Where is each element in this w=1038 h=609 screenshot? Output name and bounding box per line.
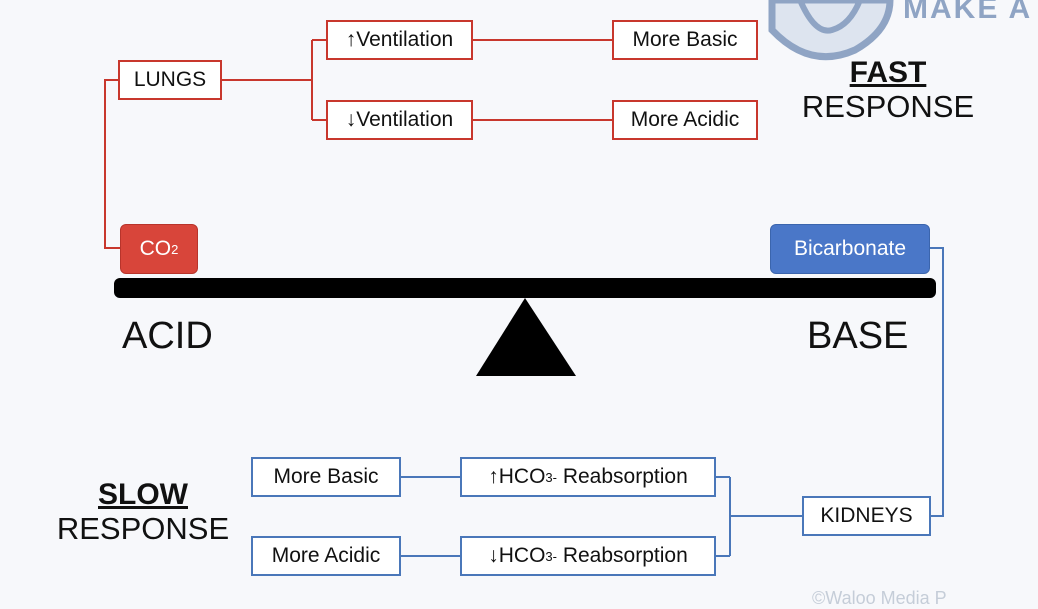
lungs-connectors bbox=[104, 39, 612, 249]
seesaw-beam bbox=[114, 278, 936, 298]
more-acidic-box-lungs: More Acidic bbox=[612, 100, 758, 140]
slow-subtitle: RESPONSE bbox=[56, 510, 230, 546]
kidneys-box: KIDNEYS bbox=[802, 496, 931, 536]
slow-response-label: SLOW RESPONSE bbox=[50, 478, 236, 546]
acid-label: ACID bbox=[122, 315, 213, 357]
fulcrum-triangle bbox=[476, 298, 576, 376]
fast-subtitle: RESPONSE bbox=[801, 88, 975, 124]
kidneys-connectors bbox=[401, 247, 944, 557]
hco3-subscript: 3 bbox=[545, 548, 553, 564]
hco3-subscript: 3 bbox=[545, 469, 553, 485]
base-label: BASE bbox=[807, 315, 909, 357]
more-basic-box-kidneys: More Basic bbox=[251, 457, 401, 497]
up-ventilation-box: ↑Ventilation bbox=[326, 20, 473, 60]
reabsorption-text: Reabsorption bbox=[557, 465, 688, 488]
co2-subscript: 2 bbox=[171, 241, 179, 257]
hco3-superscript: - bbox=[552, 548, 557, 564]
more-acidic-box-kidneys: More Acidic bbox=[251, 536, 401, 576]
bicarbonate-weight: Bicarbonate bbox=[770, 224, 930, 274]
logo-text: MAKE A bbox=[903, 0, 1033, 25]
watermark: ©Waloo Media P bbox=[812, 588, 947, 608]
up-hco3-text: ↑HCO bbox=[488, 465, 546, 488]
fast-title: FAST bbox=[849, 56, 927, 89]
logo-icon bbox=[768, 0, 894, 61]
down-ventilation-box: ↓Ventilation bbox=[326, 100, 473, 140]
more-basic-box-lungs: More Basic bbox=[612, 20, 758, 60]
co2-text: CO bbox=[139, 237, 172, 260]
hco3-superscript: - bbox=[552, 469, 557, 485]
fast-response-label: FAST RESPONSE bbox=[798, 56, 978, 124]
down-hco3-text: ↓HCO bbox=[488, 544, 546, 567]
slow-title: SLOW bbox=[98, 478, 188, 511]
reabsorption-text: Reabsorption bbox=[557, 544, 688, 567]
lungs-box: LUNGS bbox=[118, 60, 222, 100]
